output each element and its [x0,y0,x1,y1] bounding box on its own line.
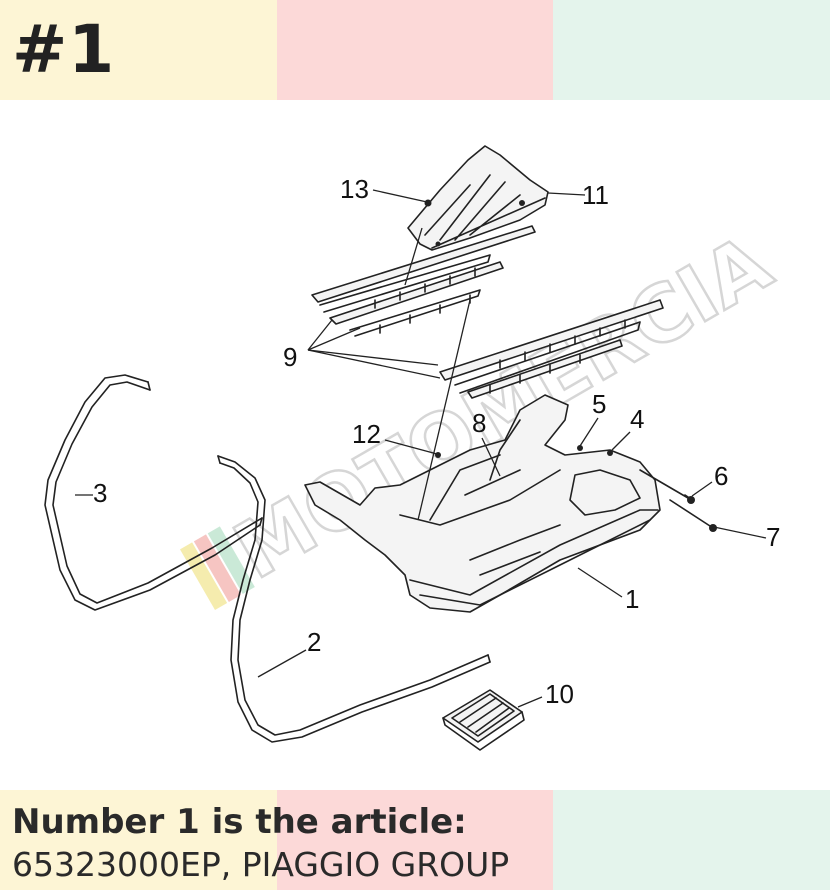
exploded-parts-diagram: MOTOMERCIA [44,145,787,751]
stripe-yellow [0,790,277,890]
caption-heading: Number 1 is the article: [12,802,467,842]
callout-leaders [75,189,767,708]
callout-5: 5 [592,389,606,419]
part-3-curved-trim [44,374,263,611]
stripe-mint [553,0,830,100]
callout-13: 13 [340,174,369,204]
part-1-footrest-body [304,394,661,613]
callout-labels: 1 2 3 4 5 6 7 8 9 10 11 12 13 [93,174,780,709]
stripe-yellow [0,0,277,100]
stripe-pink [277,0,553,100]
callout-4: 4 [630,404,644,434]
callout-7: 7 [766,522,780,552]
stripe-pink [277,790,553,890]
callout-1: 1 [625,584,639,614]
caption-article-code: 65323000EP, PIAGGIO GROUP [12,845,510,884]
part-12-clip [435,452,441,458]
callout-9: 9 [283,342,297,372]
callout-3: 3 [93,478,107,508]
callout-11: 11 [582,180,609,210]
footer-band [0,790,830,890]
callout-12: 12 [352,419,381,449]
part-11-upper-cover [407,145,549,251]
callout-2: 2 [307,627,321,657]
part-5-nut [577,445,583,451]
part-9-trim-strips [311,225,664,399]
callout-10: 10 [545,679,574,709]
callout-6: 6 [714,461,728,491]
header-band [0,0,830,100]
hardware-fasteners [424,199,717,532]
part-10-rubber-mat [442,689,525,751]
part-2-long-trim [217,455,491,743]
callout-8: 8 [472,408,486,438]
part-7-screw [669,499,711,527]
part-4-nut [607,450,613,456]
stripe-mint [553,790,830,890]
part-13-screw [424,199,432,207]
item-number-badge: #1 [12,11,116,88]
article-caption: Number 1 is the article: 65323000EP, PIA… [12,800,822,886]
